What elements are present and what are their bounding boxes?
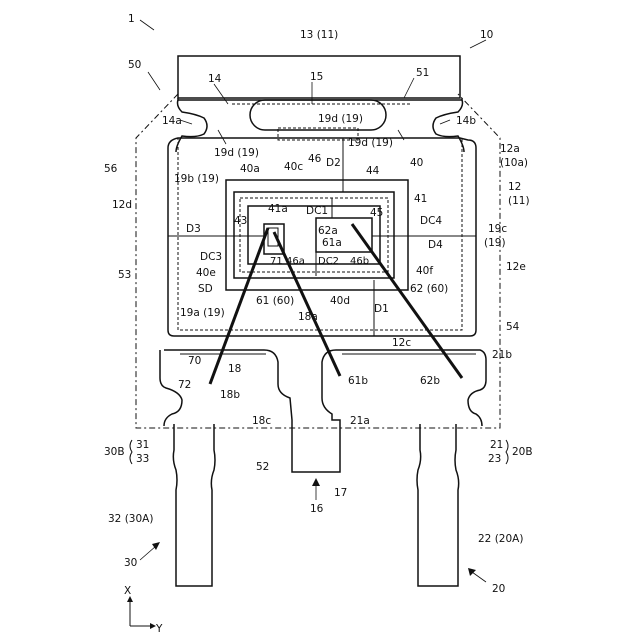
lead-20 xyxy=(417,424,459,586)
ref-18a: 18a xyxy=(298,311,318,323)
ref-32: 32 (30A) xyxy=(108,513,153,525)
ref-12c: 12c xyxy=(392,337,411,349)
ref-14: 14 xyxy=(208,73,222,85)
wire-62 xyxy=(352,224,462,378)
ref-18b: 18b xyxy=(220,389,240,401)
ref-40c: 40c xyxy=(284,161,303,173)
ref-14b: 14b xyxy=(456,115,476,127)
ref-17: 17 xyxy=(334,487,347,499)
bracket-30b xyxy=(130,440,132,464)
ref-D2: D2 xyxy=(326,157,341,169)
ref-46b: 46b xyxy=(350,256,369,267)
ref-40e: 40e xyxy=(196,267,216,279)
ref-12a: 12a xyxy=(500,143,520,155)
ref-33: 33 xyxy=(136,453,149,465)
ref-12: 12 xyxy=(508,181,521,193)
ref-DC3: DC3 xyxy=(200,251,222,263)
axis-y-label: Y xyxy=(155,623,163,635)
ref-41a: 41a xyxy=(268,203,288,215)
ref-44: 44 xyxy=(366,165,380,177)
ref-20: 20 xyxy=(492,583,505,595)
ref-61b: 61b xyxy=(348,375,368,387)
ref-46: 46 xyxy=(308,153,322,165)
ref-13: 13 (11) xyxy=(300,29,338,41)
ref-52: 52 xyxy=(256,461,269,473)
ref-12e: 12e xyxy=(506,261,526,273)
ref-DC4: DC4 xyxy=(420,215,442,227)
ref-15: 15 xyxy=(310,71,323,83)
ref-19: (19) xyxy=(484,237,506,249)
ref-10a: (10a) xyxy=(500,157,528,169)
ref-31: 31 xyxy=(136,439,149,451)
ref-72: 72 xyxy=(178,379,191,391)
ref-54: 54 xyxy=(506,321,520,333)
ref-46a: 46a xyxy=(286,256,305,267)
ref-16: 16 xyxy=(310,503,324,515)
ref-62-60: 62 (60) xyxy=(410,283,448,295)
ref-21a: 21a xyxy=(350,415,370,427)
ref-D1: D1 xyxy=(374,303,389,315)
ref-D4: D4 xyxy=(428,239,443,251)
ref-10: 10 xyxy=(480,29,493,41)
ref-21b: 21b xyxy=(492,349,512,361)
ref-62b: 62b xyxy=(420,375,440,387)
ref-53: 53 xyxy=(118,269,131,281)
ref-61-60: 61 (60) xyxy=(256,295,294,307)
ref-19d-right: 19d (19) xyxy=(348,137,393,149)
ref-40a: 40a xyxy=(240,163,260,175)
ref-70: 70 xyxy=(188,355,201,367)
ref-61a: 61a xyxy=(322,237,342,249)
ref-19c: 19c xyxy=(488,223,507,235)
ref-41: 41 xyxy=(414,193,427,205)
lead-18 xyxy=(164,350,486,472)
ref-SD: SD xyxy=(198,283,213,295)
ref-62a: 62a xyxy=(318,225,338,237)
arrow-16 xyxy=(312,478,320,486)
ref-19d-top: 19d (19) xyxy=(318,113,363,125)
ref-DC2: DC2 xyxy=(318,256,339,267)
ref-40f: 40f xyxy=(416,265,433,277)
ref-71: 71 xyxy=(270,256,283,267)
ref-51: 51 xyxy=(416,67,429,79)
ref-12d: 12d xyxy=(112,199,132,211)
bracket-20b xyxy=(506,440,508,464)
axis-x-label: X xyxy=(124,585,131,597)
ref-21: 21 xyxy=(490,439,503,451)
ref-23: 23 xyxy=(488,453,501,465)
ref-30: 30 xyxy=(124,557,137,569)
ref-22: 22 (20A) xyxy=(478,533,523,545)
ref-18: 18 xyxy=(228,363,241,375)
ref-45: 45 xyxy=(370,207,383,219)
ref-56: 56 xyxy=(104,163,118,175)
arrow-20 xyxy=(468,568,476,576)
ref-30B: 30B xyxy=(104,446,125,458)
lead-30 xyxy=(173,424,215,586)
ref-19d-left: 19d (19) xyxy=(214,147,259,159)
ref-11: (11) xyxy=(508,195,530,207)
ref-19b: 19b (19) xyxy=(174,173,219,185)
ref-14a: 14a xyxy=(162,115,182,127)
ref-19a: 19a (19) xyxy=(180,307,225,319)
ref-18c: 18c xyxy=(252,415,271,427)
ref-D3: D3 xyxy=(186,223,201,235)
ref-40: 40 xyxy=(410,157,423,169)
ref-40d: 40d xyxy=(330,295,350,307)
ref-20B: 20B xyxy=(512,446,533,458)
ref-DC1: DC1 xyxy=(306,205,328,217)
ref-1: 1 xyxy=(128,13,135,25)
ref-50: 50 xyxy=(128,59,141,71)
ref-43: 43 xyxy=(234,215,247,227)
